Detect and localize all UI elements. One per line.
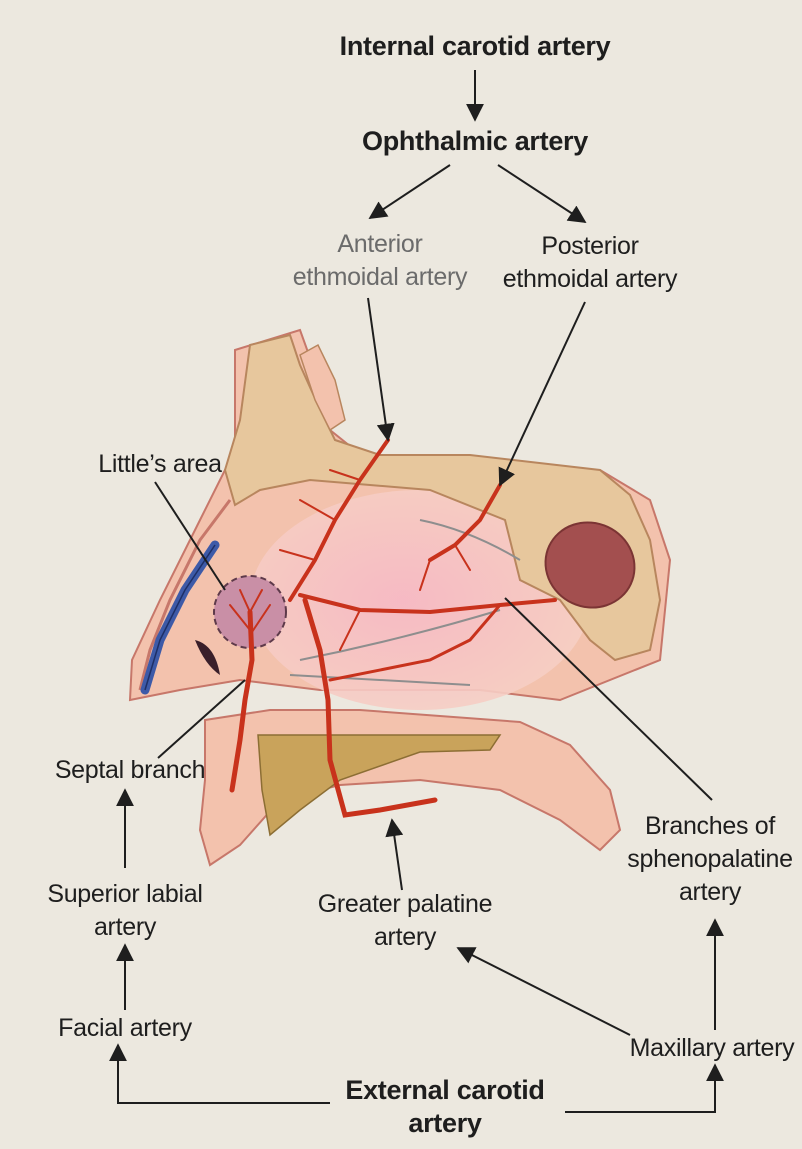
facial-artery-label: Facial artery — [30, 1012, 220, 1045]
maxillary-artery-label: Maxillary artery — [622, 1032, 802, 1065]
greater-palatine-label: Greater palatine artery — [290, 888, 520, 954]
internal-carotid-label: Internal carotid artery — [300, 30, 650, 63]
external-carotid-label: External carotid artery — [310, 1074, 580, 1140]
ophthalmic-label: Ophthalmic artery — [310, 125, 640, 158]
littles-area-label: Little’s area — [60, 448, 260, 481]
septal-branch-label: Septal branch — [30, 754, 230, 787]
sphenopalatine-label: Branches of sphenopalatine artery — [615, 810, 802, 909]
anterior-ethmoidal-label: Anterior ethmoidal artery — [270, 228, 490, 294]
superior-labial-label: Superior labial artery — [20, 878, 230, 944]
posterior-ethmoidal-label: Posterior ethmoidal artery — [490, 230, 690, 296]
